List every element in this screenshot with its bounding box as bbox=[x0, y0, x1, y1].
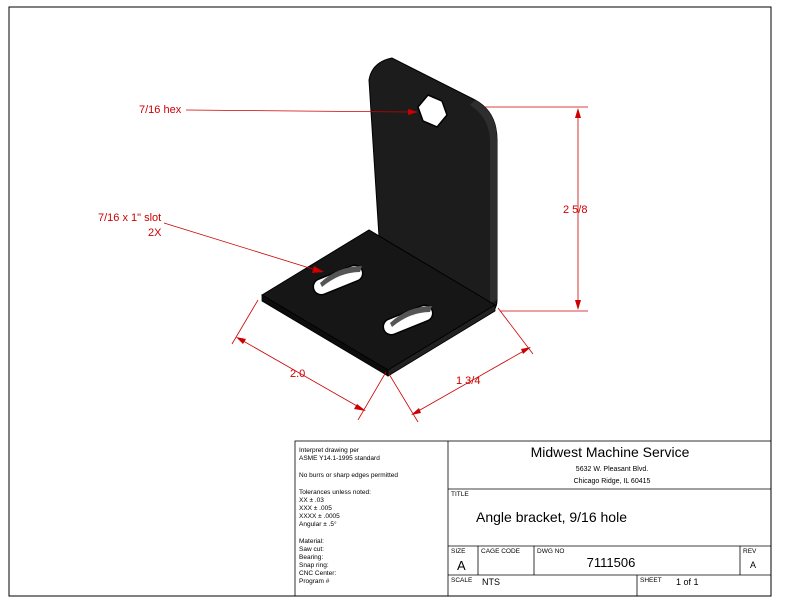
rev-value: A bbox=[750, 560, 756, 570]
title-block bbox=[294, 440, 772, 597]
general-notes: Interpret drawing per ASME Y14.1-1995 st… bbox=[299, 447, 398, 585]
depth-dim-line bbox=[412, 347, 530, 415]
depth-arrow-right bbox=[521, 347, 531, 354]
depth-ext-right bbox=[497, 307, 534, 355]
width-dimension-label: 2.0 bbox=[290, 368, 305, 380]
title-label: TITLE bbox=[451, 491, 469, 498]
scale-label: SCALE bbox=[451, 577, 473, 584]
slot-leader-line bbox=[163, 222, 317, 271]
company-name: Midwest Machine Service bbox=[531, 444, 690, 460]
note-line: Interpret drawing per bbox=[299, 447, 360, 454]
scale-value: NTS bbox=[482, 577, 500, 587]
note-line: Snap ring: bbox=[299, 562, 329, 569]
note-line: XXX ± .005 bbox=[299, 505, 332, 512]
slot-left-shade bbox=[320, 266, 362, 287]
sheet-value: 1 of 1 bbox=[676, 577, 699, 587]
rev-label: REV bbox=[743, 548, 757, 555]
slot-callout-line2: 2X bbox=[148, 227, 162, 239]
note-line: No burrs or sharp edges permitted bbox=[299, 472, 398, 479]
drawing-title: Angle bracket, 9/16 hole bbox=[476, 509, 627, 525]
hex-leader-arrow bbox=[408, 109, 418, 115]
dwg-no-label: DWG NO bbox=[537, 548, 564, 555]
note-line: Saw cut: bbox=[299, 546, 324, 553]
note-line: XXXX ± .0005 bbox=[299, 513, 340, 520]
note-line: Angular ± .5° bbox=[299, 520, 337, 528]
depth-ext-left bbox=[388, 373, 419, 423]
height-arrow-top bbox=[575, 108, 581, 118]
size-value: A bbox=[457, 558, 466, 573]
note-line: Material: bbox=[299, 538, 324, 545]
bracket-base-thickness-right bbox=[387, 304, 496, 377]
depth-dimension-label: 1 3/4 bbox=[456, 375, 480, 387]
hex-leader-line bbox=[185, 109, 411, 113]
note-line: Program # bbox=[299, 578, 330, 585]
width-arrow-left bbox=[236, 337, 246, 344]
note-line: Tolerances unless noted: bbox=[299, 489, 371, 496]
sheet-label: SHEET bbox=[640, 577, 662, 584]
note-line: ASME Y14.1-1995 standard bbox=[299, 455, 380, 462]
cage-code-label: CAGE CODE bbox=[481, 548, 521, 555]
slot-leader-arrow bbox=[312, 266, 324, 273]
dimensions bbox=[163, 106, 588, 423]
height-arrow-bottom bbox=[575, 300, 581, 310]
depth-arrow-left bbox=[411, 408, 421, 415]
company-address-line1: 5632 W. Pleasant Blvd. bbox=[576, 466, 648, 473]
slot-callout-line1: 7/16 x 1" slot bbox=[98, 212, 161, 224]
size-label: SIZE bbox=[451, 548, 466, 555]
note-line: CNC Center: bbox=[299, 570, 336, 577]
hex-hole bbox=[417, 94, 448, 128]
slot-right-shade bbox=[390, 306, 432, 327]
title-block-frame bbox=[294, 440, 772, 597]
note-line: XX ± .03 bbox=[299, 497, 324, 504]
width-dim-line bbox=[237, 337, 365, 411]
hex-callout: 7/16 hex bbox=[139, 104, 182, 116]
angle-bracket-part bbox=[261, 57, 498, 377]
width-arrow-right bbox=[354, 404, 366, 411]
width-ext-right bbox=[357, 371, 387, 421]
note-line: Bearing: bbox=[299, 554, 323, 561]
company-address-line2: Chicago Ridge, IL 60415 bbox=[574, 478, 651, 485]
bracket-flange-edge bbox=[470, 100, 497, 303]
width-ext-left bbox=[231, 299, 259, 345]
height-dimension-label: 2 5/8 bbox=[563, 204, 587, 216]
drawing-number: 7111506 bbox=[587, 555, 636, 570]
